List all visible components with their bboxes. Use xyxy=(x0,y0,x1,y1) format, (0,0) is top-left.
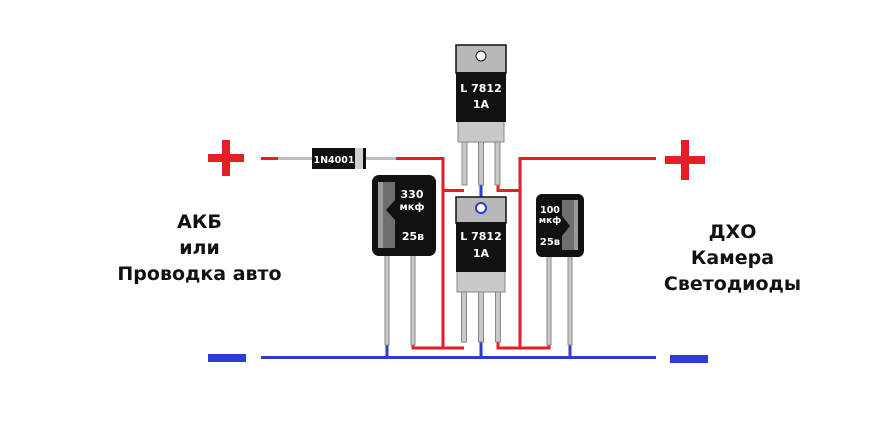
mounting-hole xyxy=(475,202,487,214)
regulator-top-current: 1A xyxy=(473,98,490,111)
mounting-hole xyxy=(475,50,487,62)
cap-large-unit: мкф xyxy=(400,201,425,213)
regulator-top-model: L 7812 xyxy=(460,82,501,95)
input-source-label: АКБ или Проводка авто xyxy=(112,209,287,287)
output-load-line-1: ДХО xyxy=(708,221,757,243)
regulator-bottom-current: 1A xyxy=(473,247,490,260)
minus-sign-right xyxy=(670,355,708,363)
cap-small-capacitance: 100 xyxy=(540,205,560,216)
plus-sign-right xyxy=(665,140,705,180)
regulator-bottom-model: L 7812 xyxy=(460,230,501,243)
regulator-bottom: L 7812 1A xyxy=(455,196,507,343)
cap-small-unit: мкф xyxy=(539,216,561,226)
output-load-line-2: Камера xyxy=(690,247,775,269)
input-source-line-3: Проводка авто xyxy=(117,263,282,285)
input-source-line-1: АКБ xyxy=(177,211,222,233)
cap-large-capacitance: 330 xyxy=(401,188,424,201)
minus-sign-left xyxy=(208,354,246,362)
capacitor-small: 100 мкф 25в xyxy=(536,194,584,346)
regulator-top: L 7812 1A xyxy=(455,44,507,186)
cap-small-voltage: 25в xyxy=(540,237,560,248)
output-load-label: ДХО Камера Светодиоды xyxy=(640,219,825,297)
diode-label: 1N4001 xyxy=(313,155,354,166)
cap-large-voltage: 25в xyxy=(402,230,424,243)
output-load-line-3: Светодиоды xyxy=(663,273,802,295)
plus-sign-left xyxy=(208,140,244,176)
diode-1n4001: 1N4001 xyxy=(278,148,396,169)
capacitor-large: 330 мкф 25в xyxy=(372,175,436,346)
input-source-line-2: или xyxy=(179,237,220,259)
